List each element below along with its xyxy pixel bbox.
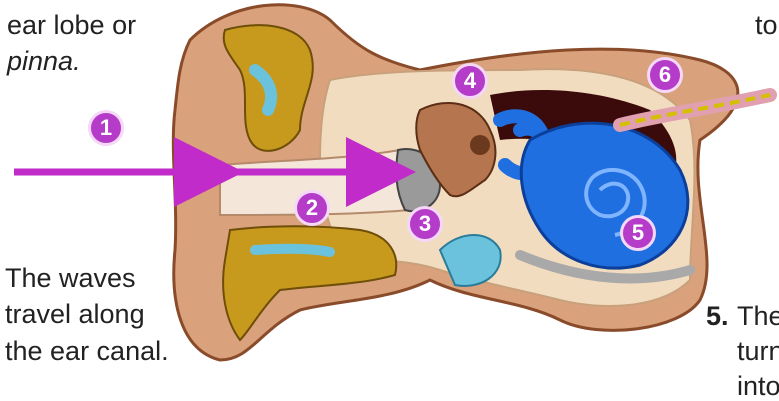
label-waves-line2: travel along	[5, 299, 145, 330]
label-step-number: 5.	[706, 301, 729, 332]
marker-3: 3	[407, 206, 443, 242]
label-top-right-fragment: to	[755, 10, 778, 41]
marker-5: 5	[620, 215, 656, 251]
label-bottom-right-line2: turn	[737, 336, 779, 367]
label-ear-lobe-line2: pinna.	[7, 46, 81, 77]
label-bottom-right-line3: into	[737, 371, 779, 401]
marker-1: 1	[88, 110, 124, 146]
label-bottom-right-line1: The	[737, 301, 779, 332]
marker-2: 2	[294, 190, 330, 226]
marker-4: 4	[452, 63, 488, 99]
label-waves-line3: the ear canal.	[5, 336, 169, 367]
marker-6: 6	[647, 57, 683, 93]
label-waves-line1: The waves	[5, 263, 136, 294]
label-ear-lobe-line1: ear lobe or	[7, 10, 136, 41]
